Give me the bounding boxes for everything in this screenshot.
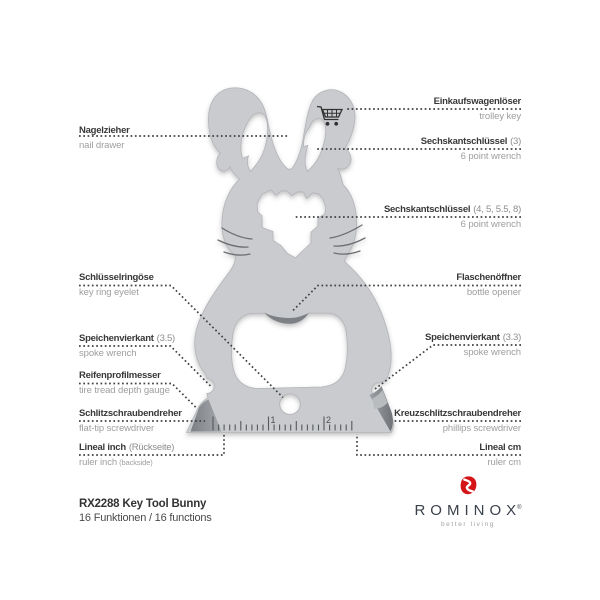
callout-flat-tip-screwdriver: Schlitzschraubendreher flat-tip screwdri… xyxy=(79,408,182,434)
callout-label-de: Schlüsselringöse xyxy=(79,272,154,283)
callout-label-en: spoke wrench xyxy=(79,347,137,359)
callout-label-de: Nagelzieher xyxy=(79,125,130,136)
callout-label-de: Speichenvierkant(3.3) xyxy=(425,332,521,343)
callout-bottle-opener: Flaschenöffner bottle opener xyxy=(456,272,521,298)
callout-spoke-wrench-33: Speichenvierkant(3.3) spoke wrench xyxy=(425,332,521,358)
callout-nail-drawer: Nagelzieher nail drawer xyxy=(79,125,130,151)
brand-flame-icon xyxy=(460,476,476,495)
flat-tip-screwdriver-edge xyxy=(190,399,222,432)
callout-label-de: Lineal inch(Rückseite) xyxy=(79,442,175,453)
callout-label-en: ruler cm xyxy=(487,456,521,468)
product-functions: 16 Funktionen / 16 functions xyxy=(79,512,212,524)
callout-label-de: Sechskantschlüssel(3) xyxy=(420,136,521,147)
callout-label-de: Einkaufswagenlöser xyxy=(433,96,522,107)
callout-label-en: ruler inch(backside) xyxy=(79,456,153,468)
callout-tire-tread-depth-gauge: Reifenprofilmesser tire tread depth gaug… xyxy=(79,370,170,396)
bunny-tool-body xyxy=(185,87,394,433)
callout-line-bottle-opener xyxy=(291,284,521,312)
brand-name: ROMINOX® xyxy=(414,502,522,519)
callout-label-en: phillips screwdriver xyxy=(442,422,521,434)
callout-label-en: trolley key xyxy=(479,110,521,122)
callout-trolley-key: Einkaufswagenlöser trolley key xyxy=(433,96,522,122)
bunny-tool: 1 2 xyxy=(185,87,394,433)
callout-line-spoke-wrench-35 xyxy=(79,345,212,388)
ruler-number-1: 1 xyxy=(271,415,276,425)
callout-label-de: Reifenprofilmesser xyxy=(79,370,161,381)
callout-hex-wrench-3: Sechskantschlüssel(3) 6 point wrench xyxy=(421,136,521,162)
callout-spoke-wrench-35: Speichenvierkant(3.5) spoke wrench xyxy=(79,333,175,359)
whiskers xyxy=(217,224,366,256)
callout-label-de: Lineal cm xyxy=(479,442,521,453)
callout-label-en: flat-tip screwdriver xyxy=(79,422,155,434)
bottle-opener-lip xyxy=(264,313,309,324)
callout-ruler-cm: Lineal cm ruler cm xyxy=(479,442,521,468)
registered-mark: ® xyxy=(517,505,522,511)
callout-label-de: Kreuzschlitzschraubendreher xyxy=(394,408,521,419)
callout-label-de: Flaschenöffner xyxy=(456,272,521,283)
ruler-number-2: 2 xyxy=(326,415,331,425)
callout-line-tire-tread xyxy=(79,382,198,409)
callout-label-en: tire tread depth gauge xyxy=(79,384,170,396)
ruler-cm-ticks xyxy=(212,416,353,431)
callout-label-en: spoke wrench xyxy=(463,346,522,358)
callout-hex-wrench-4-5-55-8: Sechskantschlüssel(4, 5, 5.5, 8) 6 point… xyxy=(384,204,521,230)
callout-label-de: Sechskantschlüssel(4, 5, 5.5, 8) xyxy=(383,204,521,215)
callout-phillips-screwdriver: Kreuzschlitzschraubendreher phillips scr… xyxy=(394,408,521,434)
callout-line-key-ring-eyelet xyxy=(79,284,284,399)
callout-key-ring-eyelet: Schlüsselringöse key ring eyelet xyxy=(79,272,154,298)
callout-line-ruler-inch xyxy=(79,434,225,456)
callout-line-ruler-cm xyxy=(356,434,521,456)
callout-label-en: 6 point wrench xyxy=(460,218,521,230)
brand-tagline: better living xyxy=(440,521,496,528)
callout-label-de: Speichenvierkant(3.5) xyxy=(79,333,175,344)
brand-logo: ROMINOX® better living xyxy=(404,476,532,528)
product-name: RX2288 Key Tool Bunny xyxy=(79,498,207,510)
callout-label-en: 6 point wrench xyxy=(460,150,521,162)
callout-label-en: bottle opener xyxy=(466,286,521,298)
callout-label-de: Schlitzschraubendreher xyxy=(79,408,182,419)
product-info: RX2288 Key Tool Bunny 16 Funktionen / 16… xyxy=(79,498,212,524)
callout-label-en: key ring eyelet xyxy=(79,286,139,298)
callout-label-en: nail drawer xyxy=(79,139,125,151)
callout-ruler-inch: Lineal inch(Rückseite) ruler inch(backsi… xyxy=(79,442,174,468)
phillips-screwdriver-highlight xyxy=(372,390,388,409)
trolley-cart-icon xyxy=(316,105,344,126)
